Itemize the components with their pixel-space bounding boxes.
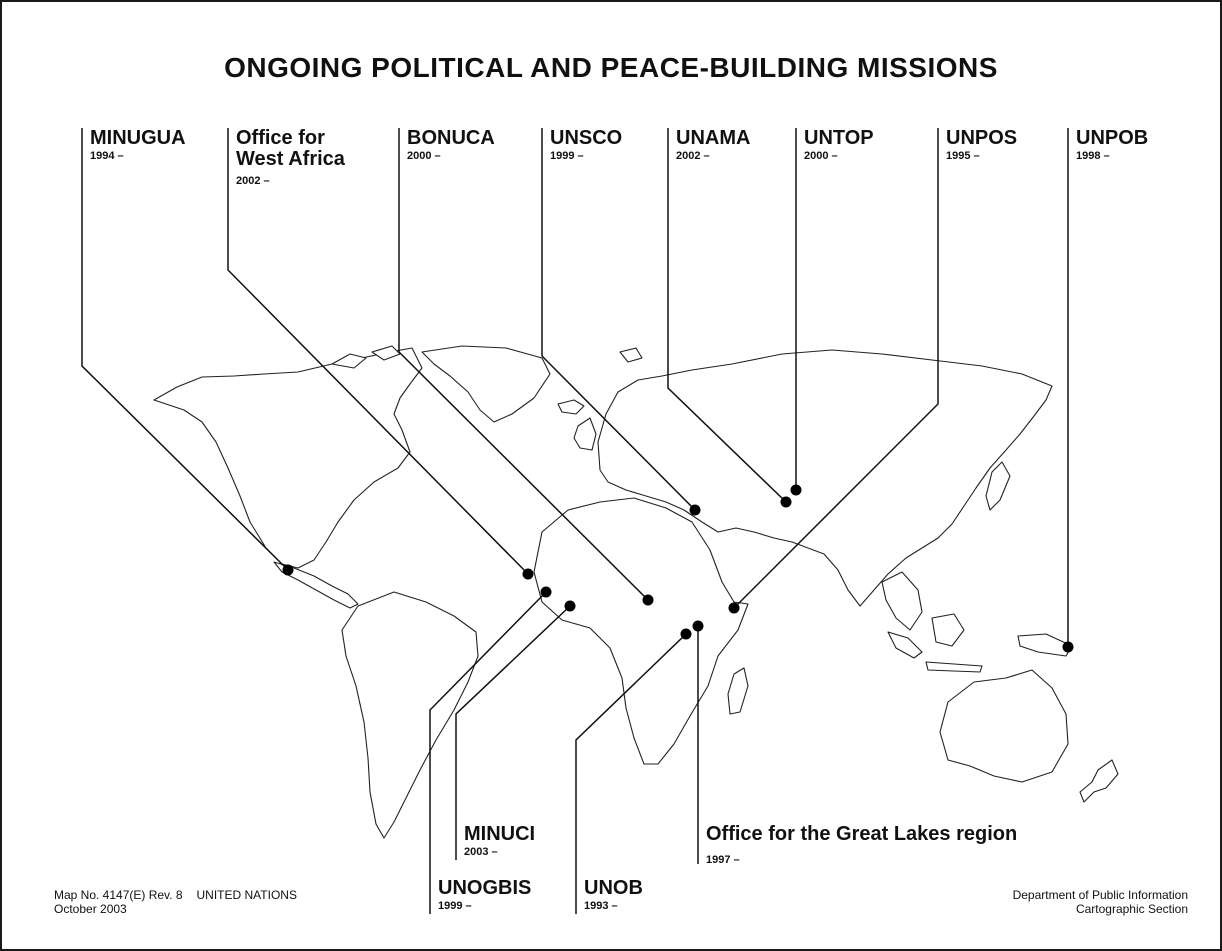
leader-line-unogbis bbox=[429, 591, 547, 914]
mission-marker-unpob[interactable] bbox=[1062, 641, 1074, 653]
landmass-australia bbox=[939, 669, 1069, 783]
mission-marker-unpos[interactable] bbox=[728, 602, 740, 614]
landmass-indonesia-west bbox=[887, 631, 923, 659]
landmass-southeast-asia bbox=[881, 571, 923, 631]
label-unob: UNOB 1993 – bbox=[584, 878, 643, 913]
map-title: ONGOING POLITICAL AND PEACE-BUILDING MIS… bbox=[224, 52, 998, 83]
leader-line-bonuca bbox=[398, 128, 649, 601]
landmass-indonesia-east bbox=[925, 661, 983, 673]
mission-marker-untop[interactable] bbox=[790, 484, 802, 496]
label-office-west-africa: Office for West Africa 2002 – bbox=[236, 128, 345, 188]
landmass-africa bbox=[533, 497, 749, 765]
mission-marker-unsco[interactable] bbox=[689, 504, 701, 516]
leader-line-unsco bbox=[541, 128, 696, 511]
footer-department: Department of Public Information bbox=[1012, 888, 1188, 902]
mission-year: 1998 – bbox=[1076, 150, 1110, 162]
landmass-japan bbox=[985, 461, 1011, 511]
landmass-new-zealand bbox=[1079, 759, 1119, 803]
leader-line-unpos bbox=[733, 128, 939, 609]
mission-year: 1993 – bbox=[584, 900, 618, 912]
landmass-arctic-island-1 bbox=[331, 353, 367, 369]
leader-line-unob bbox=[575, 633, 687, 914]
footer-map-number: Map No. 4147(E) Rev. 8 UNITED NATIONS bbox=[54, 888, 297, 902]
label-unogbis: UNOGBIS 1999 – bbox=[438, 878, 531, 913]
mission-name: UNOB bbox=[584, 877, 643, 899]
mission-name: BONUCA bbox=[407, 127, 495, 149]
mission-year: 2002 – bbox=[236, 175, 270, 187]
mission-year: 1999 – bbox=[438, 900, 472, 912]
mission-marker-bonuca[interactable] bbox=[642, 594, 654, 606]
leader-line-minuci bbox=[455, 605, 571, 860]
landmass-south-america bbox=[341, 591, 479, 839]
footer-date: October 2003 bbox=[54, 902, 127, 916]
mission-name: UNPOS bbox=[946, 127, 1018, 149]
mission-name: Office for the Great Lakes region bbox=[706, 823, 1018, 845]
mission-year: 2003 – bbox=[464, 846, 498, 858]
landmass-greenland bbox=[421, 345, 551, 423]
mission-year: 1995 – bbox=[946, 150, 980, 162]
label-unama: UNAMA 2002 – bbox=[676, 128, 750, 163]
mission-year: 1999 – bbox=[550, 150, 584, 162]
landmass-north-america bbox=[153, 347, 423, 569]
leader-line-minugua bbox=[81, 128, 289, 571]
mission-year: 1994 – bbox=[90, 150, 124, 162]
landmasses bbox=[153, 345, 1119, 839]
map-number: Map No. 4147(E) Rev. 8 bbox=[54, 888, 183, 902]
mission-name: UNTOP bbox=[804, 127, 874, 149]
mission-marker-minuci[interactable] bbox=[564, 600, 576, 612]
label-minuci: MINUCI 2003 – bbox=[464, 824, 535, 859]
label-unpos: UNPOS 1995 – bbox=[946, 128, 1017, 163]
mission-name: MINUCI bbox=[464, 823, 536, 845]
mission-marker-owa[interactable] bbox=[522, 568, 534, 580]
mission-marker-oglr[interactable] bbox=[692, 620, 704, 632]
organization: UNITED NATIONS bbox=[196, 888, 297, 902]
landmass-svalbard bbox=[619, 347, 643, 363]
label-unsco: UNSCO 1999 – bbox=[550, 128, 622, 163]
landmass-iceland bbox=[557, 399, 585, 415]
mission-year: 2002 – bbox=[676, 150, 710, 162]
label-untop: UNTOP 2000 – bbox=[804, 128, 874, 163]
leader-line-owa bbox=[227, 128, 529, 575]
mission-marker-unob[interactable] bbox=[680, 628, 692, 640]
mission-name-line1: Office for bbox=[236, 127, 325, 149]
label-unpob: UNPOB 1998 – bbox=[1076, 128, 1148, 163]
mission-year: 1997 – bbox=[706, 854, 740, 866]
landmass-central-america bbox=[273, 561, 359, 609]
landmass-borneo bbox=[931, 613, 965, 647]
label-minugua: MINUGUA 1994 – bbox=[90, 128, 186, 163]
mission-name: MINUGUA bbox=[90, 127, 186, 149]
mission-name: UNOGBIS bbox=[438, 877, 532, 899]
leader-line-unama bbox=[667, 128, 787, 503]
mission-year: 2000 – bbox=[407, 150, 441, 162]
landmass-british-isles bbox=[573, 417, 597, 451]
label-bonuca: BONUCA 2000 – bbox=[407, 128, 495, 163]
mission-name: UNPOB bbox=[1076, 127, 1149, 149]
mission-marker-minugua[interactable] bbox=[282, 564, 294, 576]
landmass-madagascar bbox=[727, 667, 749, 715]
mission-year: 2000 – bbox=[804, 150, 838, 162]
label-office-great-lakes: Office for the Great Lakes region 1997 – bbox=[706, 824, 1017, 867]
landmass-eurasia bbox=[597, 349, 1053, 607]
landmass-new-guinea bbox=[1017, 633, 1073, 657]
mission-marker-unogbis[interactable] bbox=[540, 586, 552, 598]
mission-marker-unama[interactable] bbox=[780, 496, 792, 508]
mission-name: UNSCO bbox=[550, 127, 623, 149]
footer-section: Cartographic Section bbox=[1075, 902, 1188, 916]
leader-lines bbox=[81, 128, 1069, 914]
mission-name-line2: West Africa bbox=[236, 148, 345, 170]
mission-markers bbox=[282, 484, 1074, 653]
mission-name: UNAMA bbox=[676, 127, 751, 149]
